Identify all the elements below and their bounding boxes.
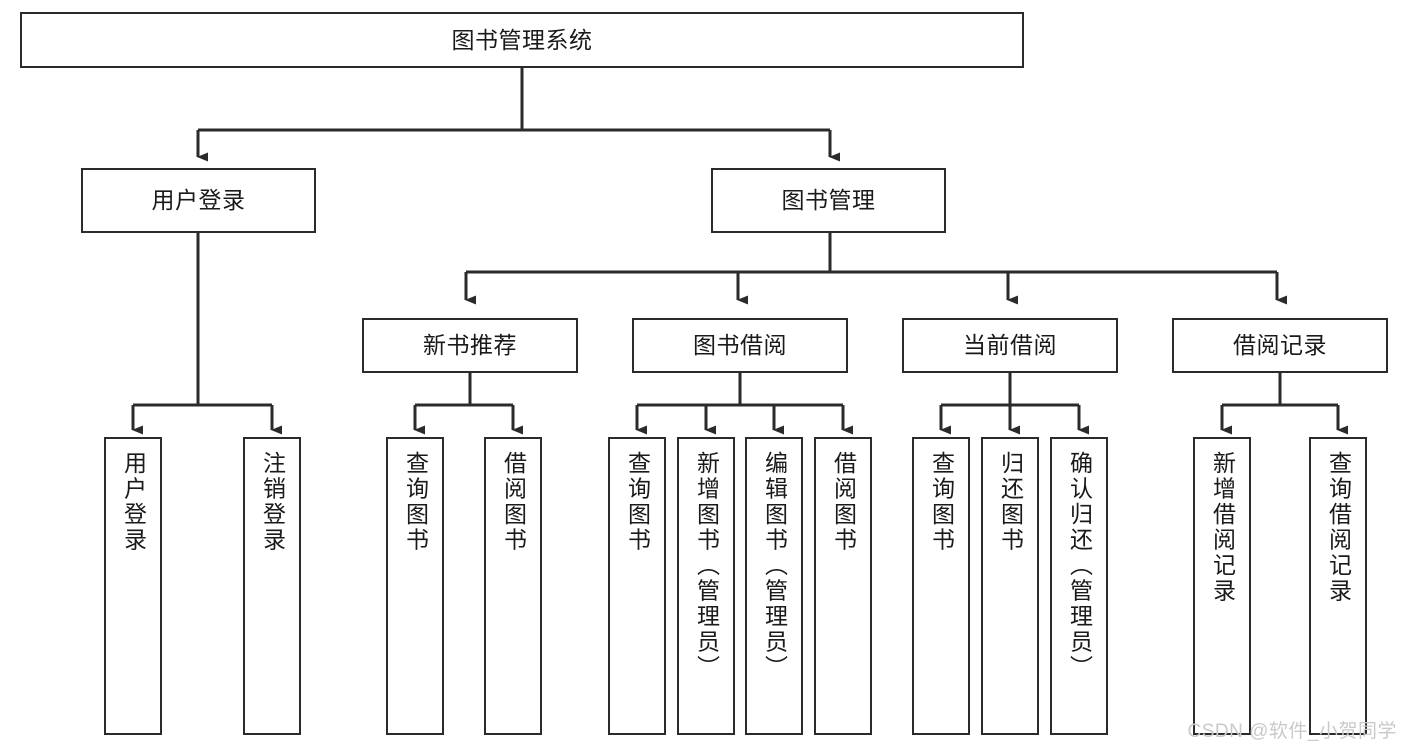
node-leaf-borrow-book-newbook[interactable]: 借阅图书: [484, 437, 542, 735]
node-leaf-query-book-borrow[interactable]: 查询图书: [608, 437, 666, 735]
node-leaf-add-book-admin[interactable]: 新增图书（管理员）: [677, 437, 735, 735]
node-leaf-edit-book-admin-label: 编辑图书（管理员）: [761, 451, 788, 681]
node-root-label: 图书管理系统: [451, 26, 593, 53]
node-user-login[interactable]: 用户登录: [81, 168, 316, 233]
node-leaf-query-book-current-label: 查询图书: [928, 451, 955, 553]
node-book-management-label: 图书管理: [781, 187, 876, 214]
node-leaf-query-book-current[interactable]: 查询图书: [912, 437, 970, 735]
node-leaf-add-borrow-record[interactable]: 新增借阅记录: [1193, 437, 1251, 735]
node-leaf-edit-book-admin[interactable]: 编辑图书（管理员）: [745, 437, 803, 735]
node-leaf-return-book[interactable]: 归还图书: [981, 437, 1039, 735]
node-current-borrow[interactable]: 当前借阅: [902, 318, 1118, 373]
node-root[interactable]: 图书管理系统: [20, 12, 1024, 68]
node-leaf-user-login[interactable]: 用户登录: [104, 437, 162, 735]
node-leaf-add-book-admin-label: 新增图书（管理员）: [693, 451, 720, 681]
node-leaf-logout-label: 注销登录: [259, 451, 286, 553]
node-leaf-return-book-label: 归还图书: [997, 451, 1024, 553]
node-leaf-borrow-book-newbook-label: 借阅图书: [500, 451, 527, 553]
node-book-management[interactable]: 图书管理: [711, 168, 946, 233]
node-new-book-recommend[interactable]: 新书推荐: [362, 318, 578, 373]
node-leaf-query-borrow-record[interactable]: 查询借阅记录: [1309, 437, 1367, 735]
node-book-borrow-label: 图书借阅: [693, 332, 787, 359]
node-leaf-query-book-newbook-label: 查询图书: [402, 451, 429, 553]
node-borrow-records-label: 借阅记录: [1233, 332, 1327, 359]
node-leaf-confirm-return-admin[interactable]: 确认归还（管理员）: [1050, 437, 1108, 735]
node-book-borrow[interactable]: 图书借阅: [632, 318, 848, 373]
node-leaf-add-borrow-record-label: 新增借阅记录: [1209, 451, 1236, 604]
node-leaf-query-book-newbook[interactable]: 查询图书: [386, 437, 444, 735]
node-leaf-logout[interactable]: 注销登录: [243, 437, 301, 735]
node-leaf-confirm-return-admin-label: 确认归还（管理员）: [1066, 451, 1093, 681]
watermark-text: CSDN @软件_小贺同学: [1187, 721, 1397, 742]
node-leaf-borrow-book[interactable]: 借阅图书: [814, 437, 872, 735]
node-leaf-query-borrow-record-label: 查询借阅记录: [1325, 451, 1352, 604]
node-new-book-recommend-label: 新书推荐: [423, 332, 517, 359]
node-borrow-records[interactable]: 借阅记录: [1172, 318, 1388, 373]
node-leaf-user-login-label: 用户登录: [120, 451, 147, 553]
node-user-login-label: 用户登录: [151, 187, 246, 214]
node-current-borrow-label: 当前借阅: [963, 332, 1057, 359]
node-leaf-query-book-borrow-label: 查询图书: [624, 451, 651, 553]
node-leaf-borrow-book-label: 借阅图书: [830, 451, 857, 553]
